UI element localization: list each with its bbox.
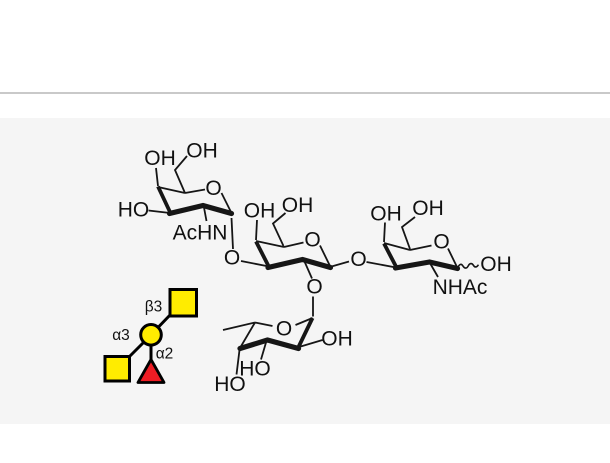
alpha2-linkage-label: α2 — [156, 346, 174, 363]
ring-o-label: O — [205, 177, 221, 200]
figure-panel — [0, 118, 610, 424]
wedge-bond — [254, 240, 271, 267]
wedge-bond — [382, 242, 398, 268]
fucose-triangle-icon — [136, 358, 166, 384]
front-bold-bond — [392, 259, 461, 272]
glcnac-ring: OH OH O OH NHAc — [370, 197, 512, 299]
oh-label: OH — [412, 197, 444, 220]
gal-circle-icon — [139, 323, 163, 347]
oh-label: OH — [244, 200, 276, 223]
oh-label: OH — [370, 203, 402, 226]
alpha3-linkage-label: α3 — [112, 327, 130, 344]
bond-lines — [255, 212, 397, 279]
bond-lines — [222, 296, 323, 375]
anomeric-wavy-bond — [456, 262, 480, 269]
wedge-bond — [296, 317, 315, 348]
glycosidic-o-label: O — [306, 276, 322, 299]
bond-lines — [383, 216, 458, 278]
oh-label: OH — [282, 194, 314, 217]
achn-label: AcHN — [173, 222, 228, 245]
galnac-square-icon — [168, 288, 198, 318]
ring-o-label: O — [433, 231, 449, 254]
oh-label: OH — [144, 147, 176, 170]
nhac-label: NHAc — [433, 276, 488, 299]
front-bold-bond — [237, 337, 302, 352]
wedge-bond — [156, 185, 172, 213]
ring-o-label: O — [276, 318, 292, 341]
oh-label: OH — [186, 140, 218, 163]
bond-lines — [148, 155, 270, 268]
ho-label: HO — [118, 199, 150, 222]
horizontal-divider — [0, 92, 610, 94]
oh-label: OH — [321, 328, 353, 351]
ho-label: HO — [214, 373, 246, 396]
glycosidic-o-label: O — [350, 248, 366, 271]
beta3-linkage-label: β3 — [145, 299, 163, 316]
front-bold-bond — [265, 256, 334, 271]
gal-ring: OH OH O O O — [244, 194, 397, 299]
fucose-ring: O OH HO HO — [214, 296, 353, 396]
ho-label: HO — [239, 358, 271, 381]
front-bold-bond — [166, 202, 235, 217]
anomeric-oh-label: OH — [480, 253, 512, 276]
galnac-square-icon-lower — [103, 355, 131, 383]
snfg-cartoon: β3 α3 α2 — [103, 288, 198, 384]
galnac-ring: OH OH HO O AcHN O — [118, 140, 270, 270]
ring-o-label: O — [304, 229, 320, 252]
glycosidic-o-label: O — [224, 247, 240, 270]
